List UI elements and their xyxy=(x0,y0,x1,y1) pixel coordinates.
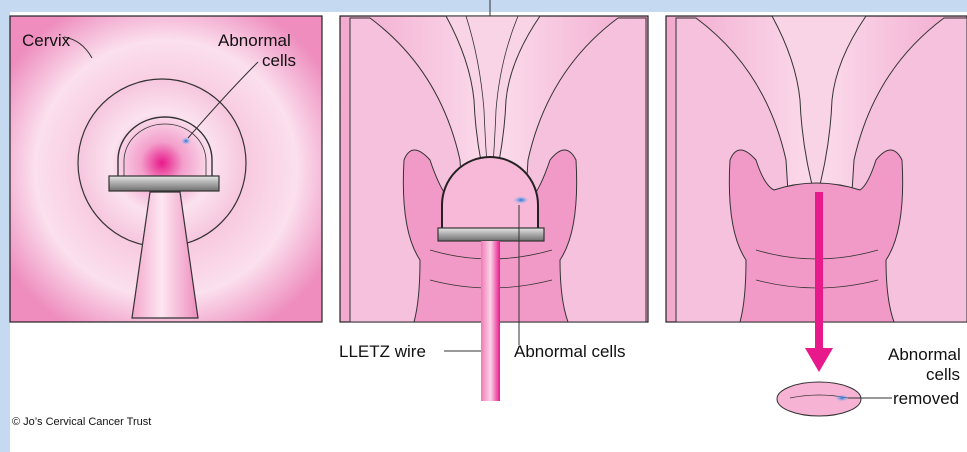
label-removed-line2: cells xyxy=(926,365,960,384)
label-abnormal-2: cells xyxy=(262,51,296,70)
label-removed-line1: Abnormal xyxy=(888,345,961,364)
label-lletz-wire: LLETZ wire xyxy=(339,342,426,361)
loop-bar xyxy=(109,176,219,191)
panel-1-cervix-view: Cervix Abnormal cells xyxy=(10,16,322,322)
label-cervix: Cervix xyxy=(22,31,71,50)
abnormal-cells-spot-3 xyxy=(835,395,849,402)
label-abnormal-cells-2: Abnormal cells xyxy=(514,342,626,361)
arrow-shaft xyxy=(815,192,823,352)
frame-top xyxy=(0,0,967,12)
abnormal-cells-spot xyxy=(181,137,191,145)
label-abnormal-1: Abnormal xyxy=(218,31,291,50)
abnormal-cells-spot-2 xyxy=(513,196,529,204)
lletz-wire-rod xyxy=(481,241,500,401)
frame-left xyxy=(0,0,10,452)
label-removed-line3: removed xyxy=(893,389,959,408)
copyright-notice: © Jo’s Cervical Cancer Trust xyxy=(12,416,151,428)
loop-bar-2 xyxy=(438,228,544,241)
